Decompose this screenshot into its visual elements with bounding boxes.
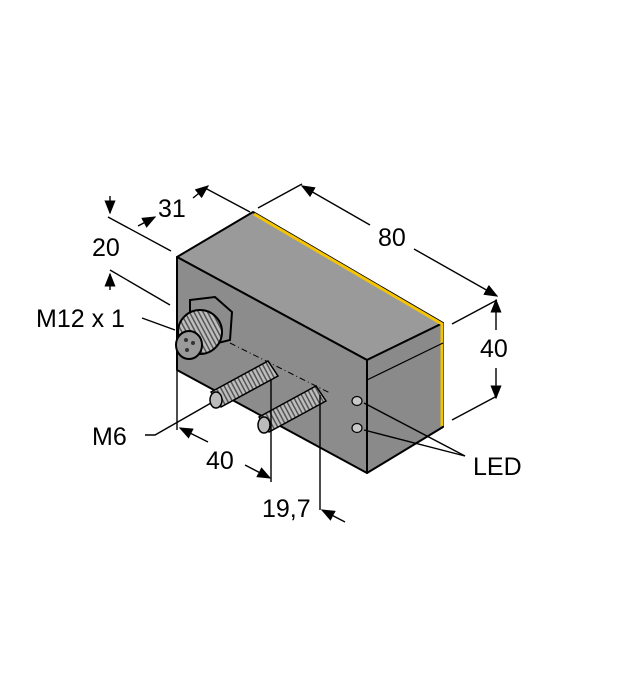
led-leader-line bbox=[363, 429, 466, 457]
screw-end bbox=[209, 391, 223, 409]
m6-screw bbox=[209, 360, 280, 409]
length-dimension-arrow bbox=[413, 248, 499, 297]
connector-leader-line bbox=[141, 317, 176, 331]
height-extension-line bbox=[451, 395, 498, 421]
screw-label: M6 bbox=[92, 423, 127, 451]
screw-end bbox=[257, 416, 271, 434]
depth-dimension-arrow bbox=[192, 185, 210, 199]
depth-dimension-arrow bbox=[137, 216, 157, 228]
screw-leader-line bbox=[145, 402, 212, 436]
length-extension-line bbox=[451, 299, 498, 325]
connector-pin bbox=[191, 341, 195, 345]
led-label: LED bbox=[473, 453, 522, 481]
dimension-lines bbox=[104, 183, 502, 523]
led-leader-line bbox=[363, 402, 466, 457]
offset-extension-line bbox=[109, 269, 171, 306]
led-indicator bbox=[351, 395, 363, 407]
screw-offset-dimension-arrow bbox=[320, 509, 346, 523]
center-line bbox=[229, 342, 331, 394]
connector-pin bbox=[185, 348, 189, 352]
offset-label: 20 bbox=[92, 234, 120, 262]
screw-spacing-label: 40 bbox=[206, 447, 234, 475]
seal-stripe bbox=[253, 212, 444, 426]
m12-connector bbox=[175, 295, 234, 360]
length-label: 80 bbox=[378, 224, 406, 252]
m6-screw bbox=[257, 385, 328, 434]
length-extension-line bbox=[257, 183, 303, 209]
depth-extension-line bbox=[107, 216, 172, 252]
depth-extension-line bbox=[204, 187, 251, 213]
length-dimension-arrow bbox=[300, 185, 371, 226]
height-label: 40 bbox=[480, 335, 508, 363]
depth-label: 31 bbox=[158, 195, 186, 223]
housing-edge-line bbox=[366, 342, 444, 381]
screw-spacing-dimension-arrow bbox=[244, 464, 272, 479]
led-indicator bbox=[351, 422, 363, 434]
connector-label: M12 x 1 bbox=[36, 305, 125, 333]
connector-pin bbox=[184, 338, 188, 342]
connector-face bbox=[175, 330, 203, 360]
screw-spacing-dimension-arrow bbox=[178, 427, 209, 443]
screw-offset-label: 19,7 bbox=[262, 495, 311, 523]
